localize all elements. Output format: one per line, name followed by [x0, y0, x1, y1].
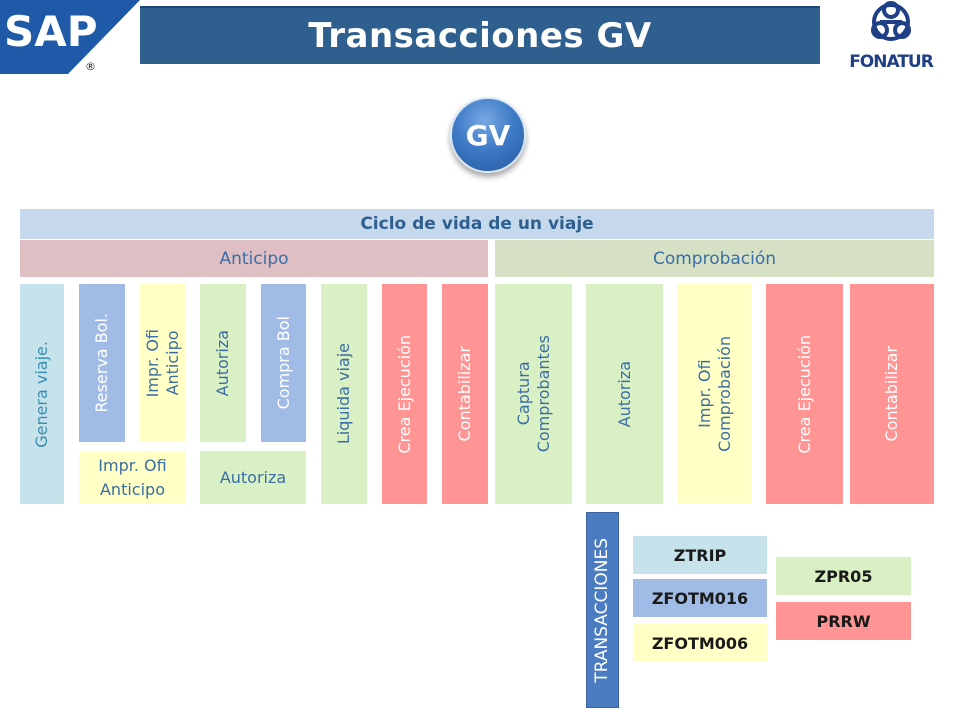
page-title: Transacciones GV	[308, 16, 652, 56]
step-label: Crea Ejecución	[394, 334, 414, 454]
transaction-code: ZTRIP	[673, 545, 727, 565]
step-label: Crea Ejecución	[794, 334, 814, 454]
substep-label: Impr. Ofi Anticipo	[98, 455, 167, 499]
transaction-code: PRRW	[816, 611, 871, 631]
step-liquida-viaje: Liquida viaje	[321, 284, 367, 504]
gv-badge: GV	[450, 97, 526, 173]
fonatur-logo: FONATUR	[836, 0, 960, 76]
step-captura-comprobantes: Captura Comprobantes	[495, 284, 572, 504]
transaction-zfotm006: ZFOTM006	[633, 624, 767, 662]
title-bar: Transacciones GV	[140, 6, 820, 64]
step-contabilizar-anticipo: Contabilizar	[442, 284, 488, 504]
step-genera-viaje: Genera viaje.	[20, 284, 64, 504]
substep-label: Autoriza	[219, 467, 287, 487]
phase-comprobacion-label: Comprobación	[652, 248, 777, 269]
cycle-header: Ciclo de vida de un viaje	[20, 209, 934, 239]
step-label: Impr. Ofi Anticipo	[143, 328, 182, 398]
step-label: Contabilizar	[455, 346, 474, 442]
step-label: Genera viaje.	[32, 340, 51, 448]
step-crea-ejecucion-comprobacion: Crea Ejecución	[766, 284, 843, 504]
step-label: Autoriza	[213, 329, 232, 397]
step-label: Autoriza	[614, 360, 634, 428]
transacciones-label: TRANSACCIONES	[591, 537, 612, 683]
sap-logo-text: SAP	[4, 7, 98, 56]
transaction-prrw: PRRW	[776, 602, 911, 640]
step-label: Liquida viaje	[334, 343, 353, 445]
substep-autoriza: Autoriza	[200, 451, 306, 504]
step-impr-ofi-anticipo: Impr. Ofi Anticipo	[140, 284, 186, 442]
step-label: Reserva Bol.	[92, 313, 111, 413]
step-contabilizar-comprobacion: Contabilizar	[850, 284, 934, 504]
transaction-ztrip: ZTRIP	[633, 536, 767, 574]
transaction-code: ZFOTM016	[651, 588, 749, 608]
step-autoriza-comprobacion: Autoriza	[586, 284, 663, 504]
step-compra-bol: Compra Bol	[261, 284, 306, 442]
transaction-zpr05: ZPR05	[776, 557, 911, 595]
sap-logo: SAP ®	[0, 0, 140, 74]
step-impr-ofi-comprobacion: Impr. Ofi Comprobación	[677, 284, 752, 504]
svg-text:®: ®	[85, 60, 96, 73]
phase-anticipo-label: Anticipo	[219, 248, 289, 269]
step-reserva-bol: Reserva Bol.	[79, 284, 125, 442]
fonatur-logo-text: FONATUR	[849, 52, 934, 72]
substep-impr-ofi-anticipo: Impr. Ofi Anticipo	[79, 451, 186, 504]
step-crea-ejecucion-anticipo: Crea Ejecución	[382, 284, 427, 504]
phase-anticipo: Anticipo	[20, 240, 488, 277]
transacciones-box: TRANSACCIONES	[586, 512, 619, 708]
transaction-zfotm016: ZFOTM016	[633, 579, 767, 617]
gv-badge-label: GV	[465, 118, 511, 152]
transaction-code: ZFOTM006	[651, 633, 749, 653]
fonatur-emblem-icon	[871, 1, 911, 41]
transaction-code: ZPR05	[814, 566, 873, 586]
phase-comprobacion: Comprobación	[495, 240, 934, 277]
cycle-label: Ciclo de vida de un viaje	[360, 214, 594, 234]
step-label: Compra Bol	[273, 316, 293, 410]
step-label: Captura Comprobantes	[513, 335, 553, 453]
step-label: Contabilizar	[882, 346, 901, 442]
step-label: Impr. Ofi Comprobación	[694, 336, 734, 452]
step-autoriza-anticipo: Autoriza	[200, 284, 246, 442]
